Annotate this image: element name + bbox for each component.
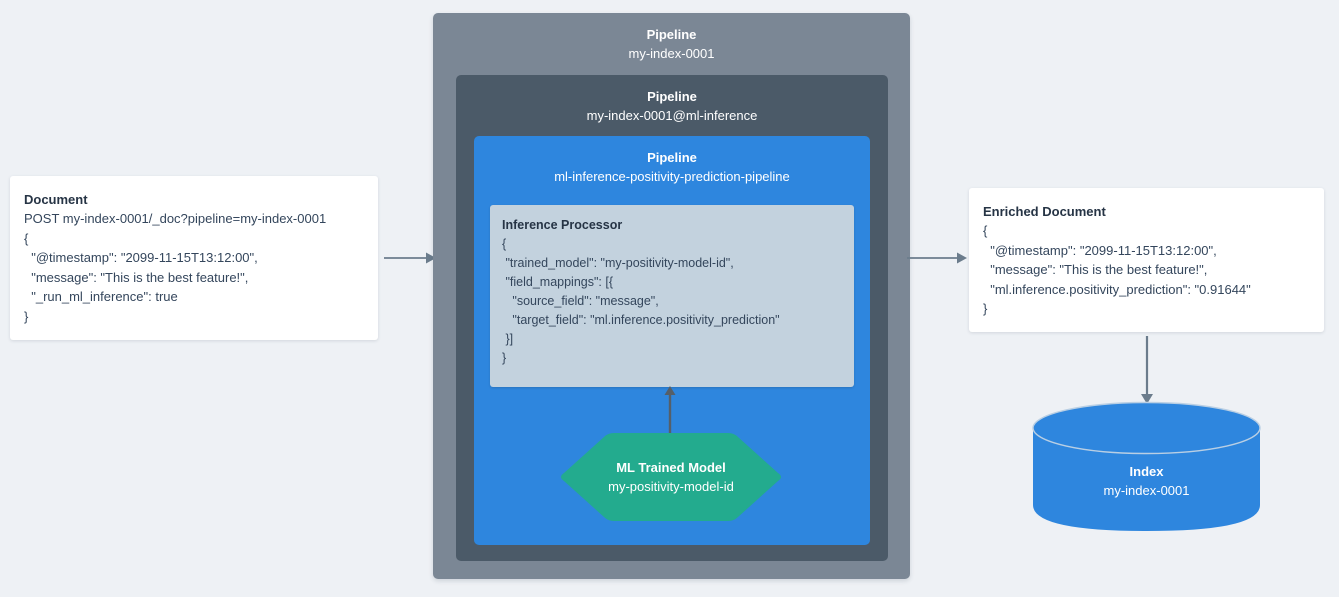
index-value: my-index-0001 xyxy=(1103,483,1190,498)
document-card-line: "_run_ml_inference": true xyxy=(24,289,178,304)
inference-processor-panel: Inference Processor { "trained_model": "… xyxy=(490,205,854,387)
ml-trained-model-label: ML Trained Model xyxy=(616,459,726,475)
document-card-line: "message": "This is the best feature!", xyxy=(24,269,249,285)
pipeline-middle-label: Pipeline xyxy=(647,89,697,104)
document-card-line: } xyxy=(24,308,29,324)
enriched-document-title: Enriched Document xyxy=(983,204,1106,219)
pipeline-inner-value: ml-inference-positivity-prediction-pipel… xyxy=(554,169,790,184)
inference-processor-line: "trained_model": "my-positivity-model-id… xyxy=(502,256,734,270)
index-cylinder-text: Index my-index-0001 xyxy=(1032,431,1261,532)
enriched-document-card: Enriched Document { "@timestamp": "2099-… xyxy=(969,188,1324,332)
inference-processor-line: }] xyxy=(502,332,514,346)
enriched-document-line: "message": "This is the best feature!", xyxy=(983,262,1208,277)
index-label: Index xyxy=(1129,464,1164,479)
document-card: Document POST my-index-0001/_doc?pipelin… xyxy=(10,176,378,340)
document-card-line: { xyxy=(24,230,29,246)
pipeline-outer-value: my-index-0001 xyxy=(628,46,715,61)
arrow-model-to-processor-icon xyxy=(660,386,680,434)
document-card-line: "@timestamp": "2099-11-15T13:12:00", xyxy=(24,250,258,265)
enriched-document-line: } xyxy=(983,301,988,316)
arrow-pipeline-to-enriched-document-icon xyxy=(907,248,967,268)
arrow-enriched-document-to-index-icon xyxy=(1136,336,1158,404)
ml-trained-model-hexagon: ML Trained Model my-positivity-model-id xyxy=(558,431,784,523)
enriched-document-line: { xyxy=(983,223,988,238)
ml-trained-model-text: ML Trained Model my-positivity-model-id xyxy=(558,431,784,523)
inference-processor-line: } xyxy=(502,351,507,365)
pipeline-middle-value: my-index-0001@ml-inference xyxy=(586,108,758,123)
ml-trained-model-value: my-positivity-model-id xyxy=(608,478,734,494)
inference-processor-title: Inference Processor xyxy=(502,218,623,232)
inference-processor-line: "field_mappings": [{ xyxy=(502,275,614,289)
arrow-document-to-pipeline-icon xyxy=(384,248,436,268)
document-card-title: Document xyxy=(24,192,88,207)
enriched-document-line: "@timestamp": "2099-11-15T13:12:00", xyxy=(983,242,1217,258)
pipeline-inner-header: Pipeline ml-inference-positivity-predict… xyxy=(474,136,870,186)
pipeline-outer-header: Pipeline my-index-0001 xyxy=(433,13,910,63)
pipeline-middle-header: Pipeline my-index-0001@ml-inference xyxy=(456,75,888,125)
enriched-document-line: "ml.inference.positivity_prediction": "0… xyxy=(983,281,1251,297)
inference-processor-line: { xyxy=(502,237,507,251)
pipeline-outer-label: Pipeline xyxy=(646,27,697,42)
pipeline-inner-label: Pipeline xyxy=(647,150,697,165)
index-cylinder: Index my-index-0001 xyxy=(1032,401,1261,532)
inference-processor-line: "source_field": "message", xyxy=(502,294,659,308)
inference-processor-line: "target_field": "ml.inference.positivity… xyxy=(502,313,780,327)
document-card-line: POST my-index-0001/_doc?pipeline=my-inde… xyxy=(24,211,327,226)
